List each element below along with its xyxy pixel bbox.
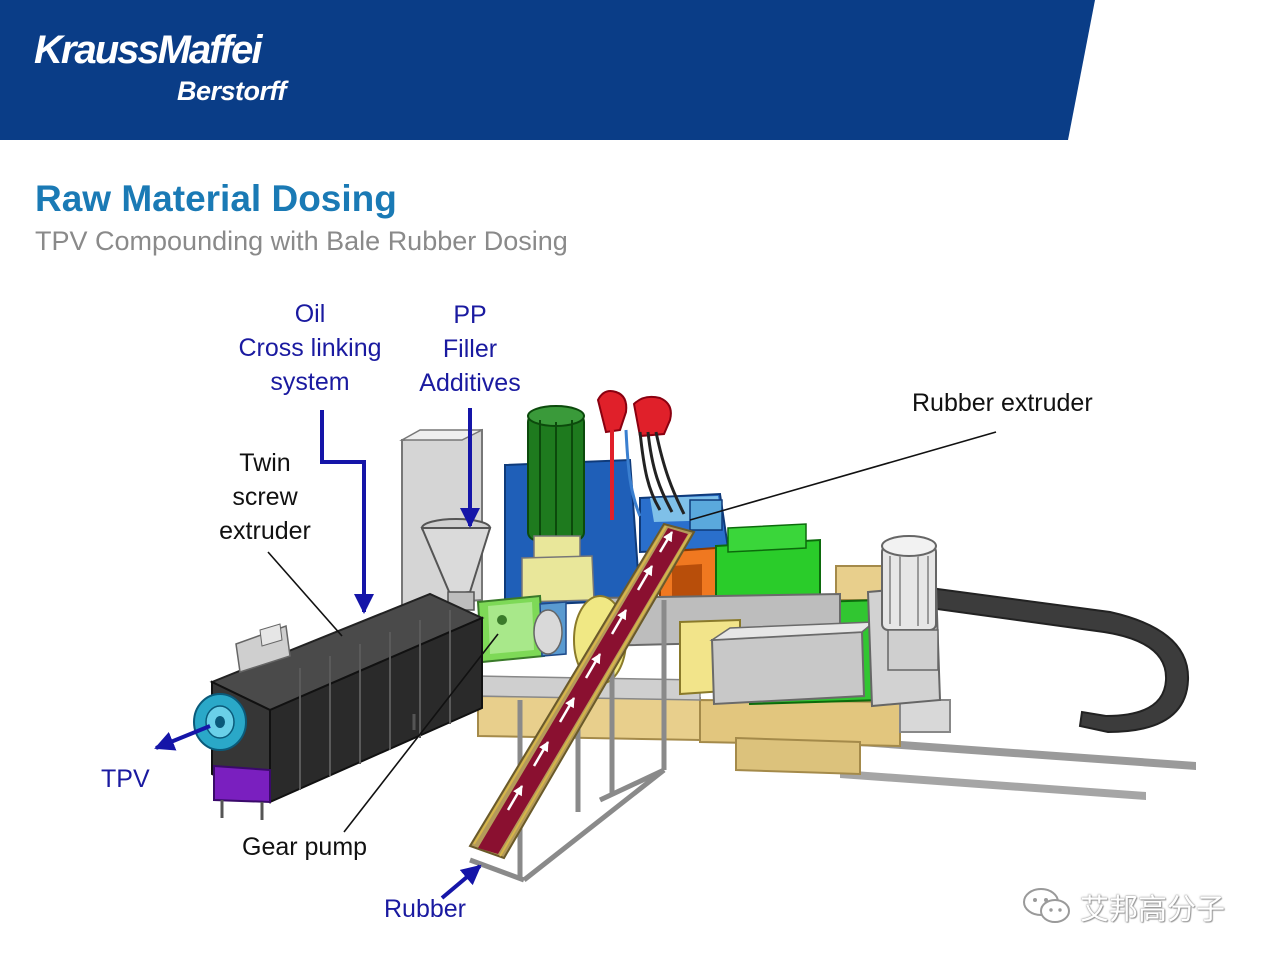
brand-subname: Berstorff <box>176 76 287 106</box>
rubber-feed-arrow <box>440 864 482 900</box>
conveyor-motor <box>866 535 942 708</box>
label-rubber-extruder: Rubber extruder <box>912 389 1093 417</box>
cable-carrier <box>929 586 1190 734</box>
label-gear-pump: Gear pump <box>242 833 368 861</box>
label-tpv: TPV <box>101 765 150 793</box>
tpv-output-arrow <box>154 724 211 751</box>
brand-name: KraussMaffei <box>34 28 262 72</box>
label-twin-line-1: Twin <box>239 449 291 477</box>
rubber-conveyor <box>468 522 696 860</box>
header-banner <box>0 0 1095 140</box>
label-twin-line-2: screw <box>232 483 298 511</box>
slide-subtitle: TPV Compounding with Bale Rubber Dosing <box>35 226 568 256</box>
twin-screw-extruder <box>209 592 485 820</box>
label-pp-line-2: Filler <box>442 335 498 363</box>
brand-logo: KraussMaffei Berstorff <box>34 28 304 112</box>
die-head <box>193 693 247 751</box>
watermark-text: 艾邦高分子 <box>1080 892 1226 926</box>
oil-feed-arrow <box>320 410 374 614</box>
slide-title: Raw Material Dosing <box>35 178 397 219</box>
gear-pump <box>476 594 567 664</box>
base-frame <box>475 565 951 776</box>
crane-hooks <box>596 390 686 520</box>
label-rubber: Rubber <box>384 895 466 923</box>
label-twin-line-3: extruder <box>219 517 311 545</box>
label-oil-crosslinking: Oil Cross linking system <box>226 297 394 399</box>
label-pp-line-1: PP <box>453 301 487 329</box>
label-oil-line-1: Oil <box>294 300 326 328</box>
label-pp-filler: PP Filler Additives <box>408 298 532 400</box>
label-pp-line-3: Additives <box>419 369 521 397</box>
label-twin-screw: Twin screw extruder <box>204 446 326 548</box>
leader-lines <box>267 431 997 833</box>
feed-arrows <box>154 408 482 900</box>
label-oil-line-2: Cross linking <box>238 334 382 362</box>
wechat-icon <box>1023 888 1070 923</box>
label-oil-line-3: system <box>270 368 350 396</box>
main-motor <box>521 405 595 603</box>
floor-rails <box>840 738 1196 800</box>
watermark: 艾邦高分子 <box>1018 880 1248 930</box>
conveyor-direction-arrows <box>506 531 674 811</box>
